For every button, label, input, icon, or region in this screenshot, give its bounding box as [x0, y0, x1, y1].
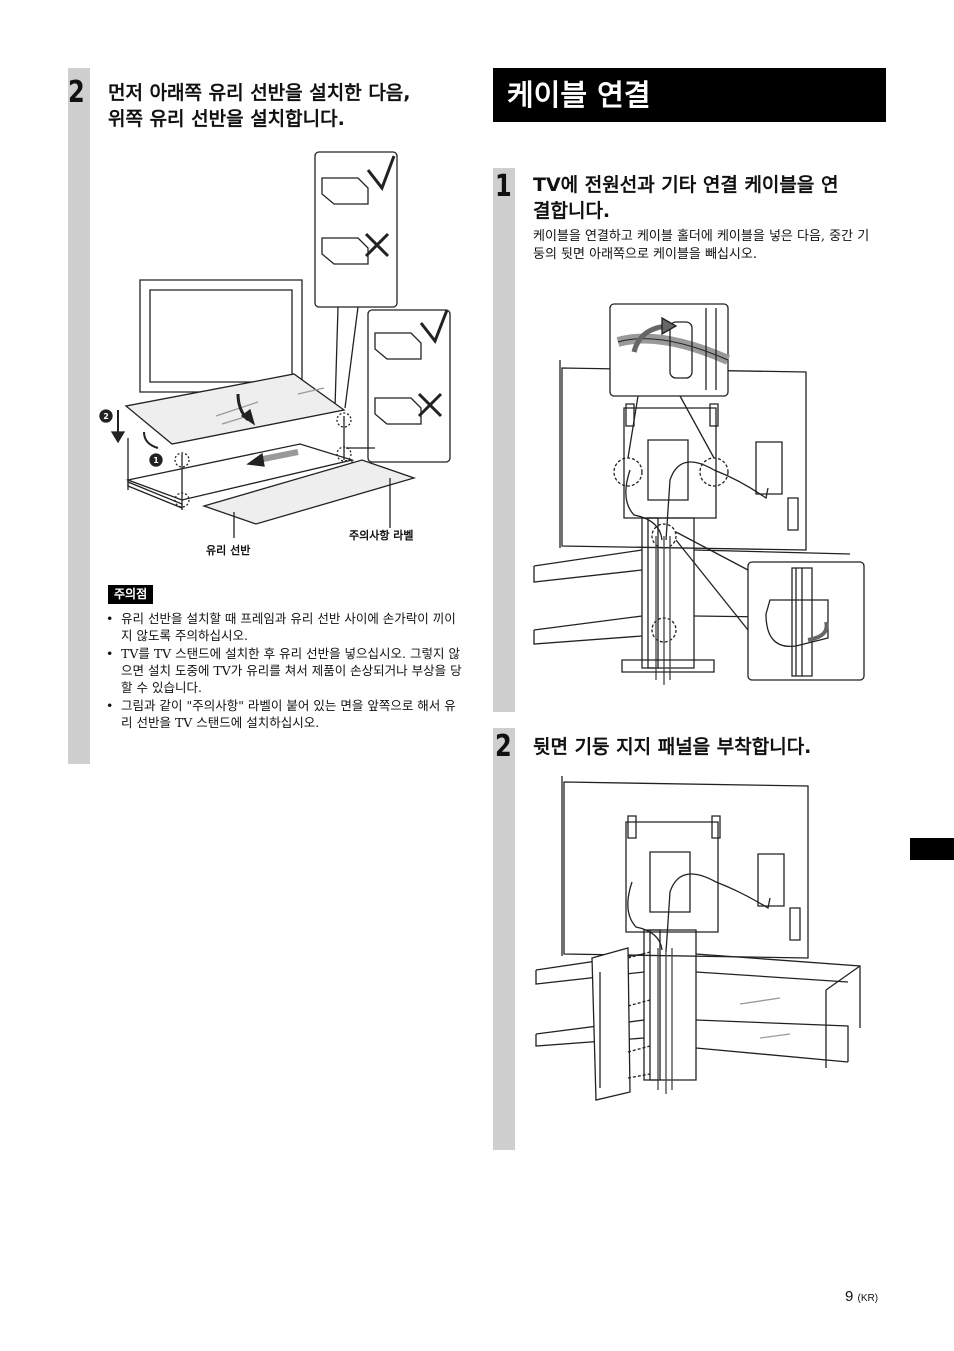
right-step2-number: 2 — [495, 729, 512, 764]
note-item: TV를 TV 스탠드에 설치한 후 유리 선반을 넣으십시오. 그렇지 않으면 … — [106, 645, 466, 696]
left-step-title-line1: 먼저 아래쪽 유리 선반을 설치한 다음, — [108, 82, 411, 104]
right-step1-title-line1: TV에 전원선과 기타 연결 케이블을 연 — [533, 174, 839, 196]
cable-connection-figure — [530, 300, 870, 685]
marker-1: 1 — [153, 456, 159, 465]
note-badge: 주의점 — [108, 585, 154, 604]
page-number: 9 (KR) — [845, 1288, 878, 1305]
right-step1-title-line2: 결합니다. — [533, 200, 611, 222]
glass-shelf-figure: 2 1 — [98, 148, 468, 568]
page-region: (KR) — [857, 1293, 879, 1304]
note-item: 그림과 같이 "주의사항" 라벨이 붙어 있는 면을 앞쪽으로 해서 유리 선반… — [106, 697, 466, 731]
note-item: 유리 선반을 설치할 때 프레임과 유리 선반 사이에 손가락이 끼이지 않도록… — [106, 610, 466, 644]
section-title: 케이블 연결 — [493, 68, 886, 122]
caution-label-label: 주의사항 라벨 — [349, 529, 414, 542]
glass-shelf-label: 유리 선반 — [206, 544, 251, 557]
left-step-title-line2: 위쪽 유리 선반을 설치합니다. — [108, 108, 345, 130]
right-step2-title: 뒷면 기둥 지지 패널을 부착합니다. — [533, 736, 812, 758]
left-step-number: 2 — [68, 75, 85, 110]
note-list: 유리 선반을 설치할 때 프레임과 유리 선반 사이에 손가락이 끼이지 않도록… — [106, 610, 466, 732]
marker-2: 2 — [103, 412, 109, 421]
left-step-bar — [68, 68, 90, 764]
right-step1-body: 케이블을 연결하고 케이블 홀더에 케이블을 넣은 다음, 중간 기둥의 뒷면 … — [533, 229, 870, 262]
right-step1-bar — [493, 168, 515, 712]
right-step2-bar — [493, 728, 515, 1150]
back-panel-figure — [530, 772, 870, 1102]
side-tab — [910, 838, 954, 860]
page-number-value: 9 — [845, 1288, 854, 1305]
right-step1-number: 1 — [495, 169, 512, 204]
